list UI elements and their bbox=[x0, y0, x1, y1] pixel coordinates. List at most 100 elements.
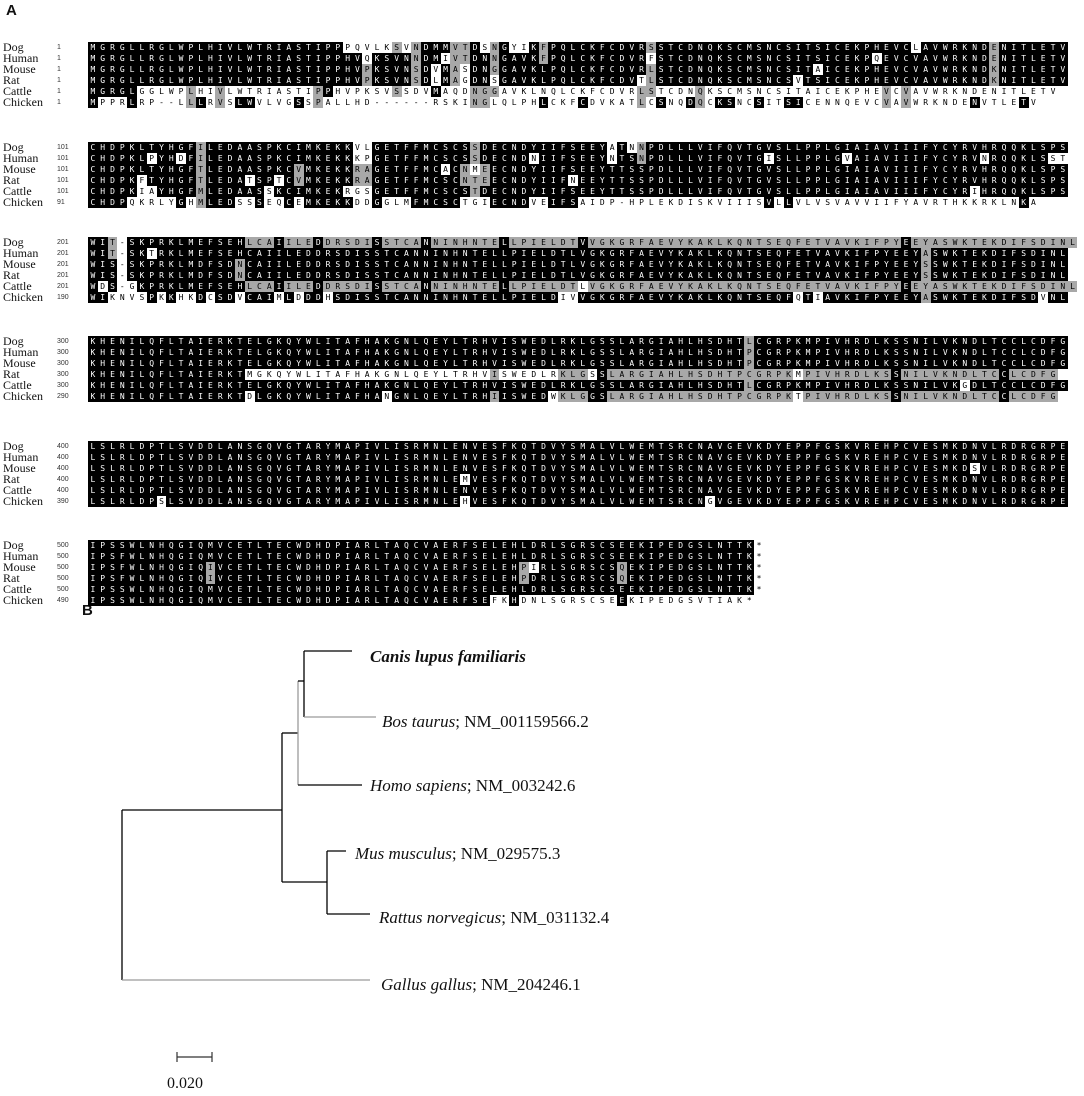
residue: V bbox=[793, 197, 804, 208]
residue: L bbox=[440, 441, 451, 452]
residue: A bbox=[930, 237, 941, 248]
residue: W bbox=[176, 75, 186, 86]
residue: V bbox=[607, 452, 618, 463]
residue: A bbox=[509, 75, 520, 86]
residue: H bbox=[332, 86, 343, 97]
residue: S bbox=[930, 270, 941, 281]
residue: K bbox=[715, 97, 725, 108]
residue: G bbox=[97, 64, 108, 75]
residue: E bbox=[205, 380, 216, 391]
residue: V bbox=[548, 485, 559, 496]
residue: T bbox=[381, 292, 392, 303]
residue: K bbox=[881, 358, 892, 369]
residue: K bbox=[127, 153, 137, 164]
residue: G bbox=[391, 380, 402, 391]
residue: Q bbox=[195, 595, 206, 606]
residue: G bbox=[568, 573, 578, 584]
residue: I bbox=[901, 186, 911, 197]
residue: S bbox=[460, 186, 471, 197]
residue: I bbox=[274, 64, 284, 75]
residue: S bbox=[607, 562, 618, 573]
residue: G bbox=[832, 175, 843, 186]
residue: S bbox=[332, 270, 343, 281]
residue: R bbox=[450, 595, 461, 606]
residue: V bbox=[274, 441, 284, 452]
residue: G bbox=[646, 380, 657, 391]
residue: V bbox=[822, 391, 833, 402]
residue: L bbox=[107, 463, 118, 474]
residue: N bbox=[744, 237, 755, 248]
residue: M bbox=[430, 42, 441, 53]
residue: D bbox=[1028, 270, 1039, 281]
residue: T bbox=[724, 369, 735, 380]
residue: H bbox=[479, 336, 490, 347]
residue: V bbox=[607, 496, 618, 507]
residue: D bbox=[675, 551, 686, 562]
residue: K bbox=[989, 281, 1000, 292]
residue: R bbox=[107, 86, 118, 97]
residue: D bbox=[313, 270, 324, 281]
residue: T bbox=[617, 186, 627, 197]
residue: S bbox=[783, 64, 794, 75]
residue: D bbox=[617, 42, 627, 53]
residue: S bbox=[1057, 164, 1068, 175]
residue: T bbox=[303, 64, 314, 75]
residue: P bbox=[117, 175, 128, 186]
residue: T bbox=[617, 153, 627, 164]
residue: L bbox=[136, 42, 147, 53]
residue: L bbox=[1028, 42, 1039, 53]
residue: V bbox=[744, 441, 755, 452]
residue: P bbox=[97, 562, 108, 573]
residue: L bbox=[509, 97, 520, 108]
residue: G bbox=[117, 53, 128, 64]
residue: G bbox=[577, 369, 588, 380]
residue: N bbox=[715, 573, 725, 584]
residue: S bbox=[568, 164, 578, 175]
residue: R bbox=[626, 391, 637, 402]
residue: L bbox=[303, 369, 314, 380]
residue: N bbox=[430, 496, 441, 507]
residue: D bbox=[195, 270, 206, 281]
residue: K bbox=[783, 369, 794, 380]
residue: H bbox=[675, 358, 686, 369]
residue: C bbox=[499, 164, 510, 175]
residue: Y bbox=[440, 347, 451, 358]
tree-branches bbox=[121, 650, 376, 981]
residue: E bbox=[969, 270, 980, 281]
residue: E bbox=[274, 573, 284, 584]
residue: R bbox=[538, 562, 549, 573]
residue: T bbox=[323, 369, 333, 380]
residue: L bbox=[176, 259, 186, 270]
residue: I bbox=[646, 573, 657, 584]
residue: K bbox=[225, 369, 235, 380]
residue: L bbox=[685, 153, 696, 164]
residue: I bbox=[842, 186, 853, 197]
residue: A bbox=[852, 186, 862, 197]
residue: D bbox=[323, 551, 333, 562]
residue: K bbox=[754, 452, 764, 463]
residue: S bbox=[832, 463, 843, 474]
residue: L bbox=[519, 551, 529, 562]
residue: I bbox=[656, 336, 667, 347]
residue: T bbox=[656, 496, 667, 507]
residue: N bbox=[950, 391, 960, 402]
residue: M bbox=[185, 259, 196, 270]
residue: N bbox=[430, 237, 441, 248]
residue: T bbox=[724, 391, 735, 402]
residue: C bbox=[411, 562, 422, 573]
residue: R bbox=[254, 86, 265, 97]
residue: N bbox=[969, 452, 980, 463]
residue: E bbox=[440, 562, 451, 573]
residue: T bbox=[293, 452, 304, 463]
residue: T bbox=[959, 270, 970, 281]
residue: N bbox=[744, 281, 755, 292]
residue: R bbox=[773, 347, 784, 358]
residue: S bbox=[1018, 259, 1029, 270]
residue: S bbox=[215, 248, 226, 259]
residue: E bbox=[832, 86, 843, 97]
residue: R bbox=[117, 97, 128, 108]
